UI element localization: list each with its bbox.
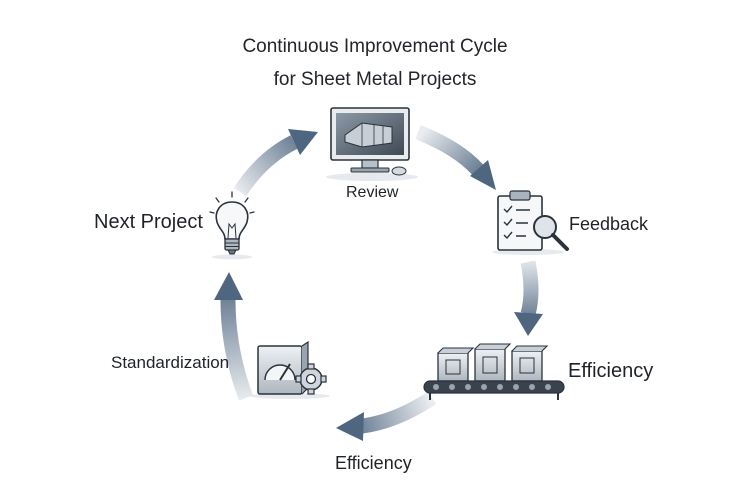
- diagram-title: Continuous Improvement Cycle for Sheet M…: [0, 30, 750, 96]
- computer-monitor-icon: [326, 107, 418, 181]
- standardization-label: Standardization: [111, 353, 230, 372]
- efficiency-label-bottom: Efficiency: [335, 453, 412, 473]
- arrow-standardization-to-next: [214, 272, 254, 401]
- lightbulb-icon: [209, 191, 255, 260]
- arrow-efficiency-to-efficiency: [336, 391, 437, 441]
- title-line-1: Continuous Improvement Cycle: [242, 36, 508, 57]
- feedback-label: Feedback: [569, 214, 649, 234]
- conveyor-belt-icon: [423, 343, 565, 400]
- clipboard-magnifier-icon: [492, 190, 569, 255]
- arrow-feedback-to-efficiency: [514, 260, 543, 336]
- review-label: Review: [346, 184, 399, 201]
- next-project-label: Next Project: [94, 211, 203, 233]
- arrow-review-to-feedback: [415, 125, 496, 190]
- efficiency-label-right: Efficiency: [568, 360, 654, 382]
- gauge-gear-icon: [250, 340, 330, 399]
- title-line-2: for Sheet Metal Projects: [273, 69, 477, 90]
- arrow-next-to-review: [233, 129, 318, 197]
